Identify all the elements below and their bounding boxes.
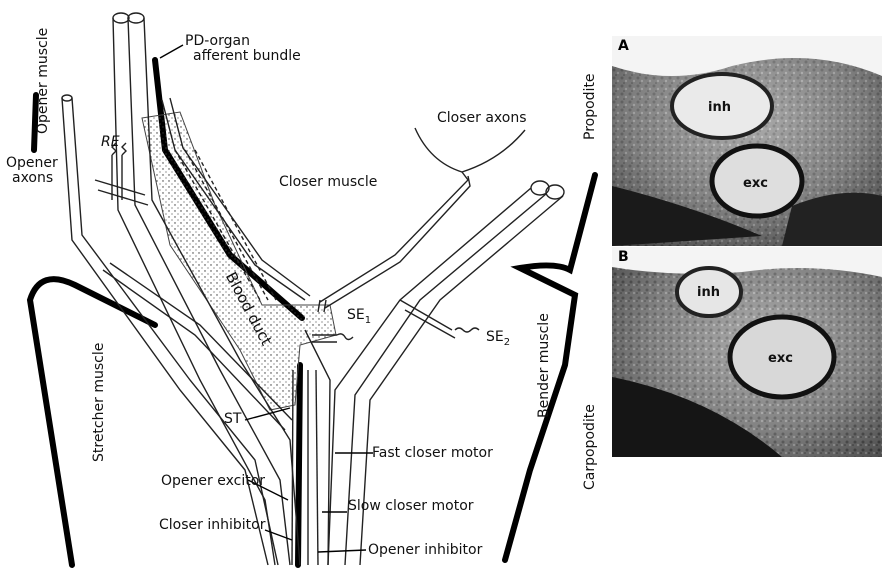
panel-b-letter: B (618, 249, 629, 265)
closer-muscle-label: Closer muscle (279, 175, 377, 190)
st-label: ST (224, 412, 241, 427)
se1-label: SE1 (347, 308, 371, 328)
closer-inhibitor-label: Closer inhibitor (159, 518, 265, 533)
micrograph-panel-b: B inh exc (612, 247, 882, 457)
opener-inhibitor-label: Opener inhibitor (368, 543, 482, 558)
stretcher-muscle-label: Stretcher muscle (92, 343, 107, 462)
panel-a-letter: A (618, 38, 629, 54)
bundle-end-left (113, 13, 129, 23)
opener-excitor-label: Opener excitor (161, 474, 265, 489)
crayfish-limb-diagram (0, 0, 612, 570)
panel-a-inh-label: inh (708, 100, 731, 115)
bundle-end-right (128, 13, 144, 23)
opener-axons-label: Opener axons (6, 156, 58, 186)
panel-b-exc-label: exc (768, 351, 793, 366)
nerve-bundles (62, 13, 564, 565)
pd-organ-label: PD-organ afferent bundle (185, 34, 301, 64)
panel-b-inh-label: inh (697, 285, 720, 300)
closer-axons-label: Closer axons (437, 111, 527, 126)
slow-closer-motor-label: Slow closer motor (348, 499, 474, 514)
bender-muscle-label: Bender muscle (537, 313, 552, 418)
re-label: RE (101, 135, 120, 150)
fast-closer-motor-label: Fast closer motor (372, 446, 493, 461)
se2-label: SE2 (486, 330, 510, 350)
propodite-label: Propodite (583, 73, 598, 140)
panel-a-exc-label: exc (743, 176, 768, 191)
micrograph-panel-a: A inh exc (612, 36, 882, 246)
carpopodite-label: Carpopodite (583, 404, 598, 490)
opener-muscle-label: Opener muscle (36, 28, 51, 134)
